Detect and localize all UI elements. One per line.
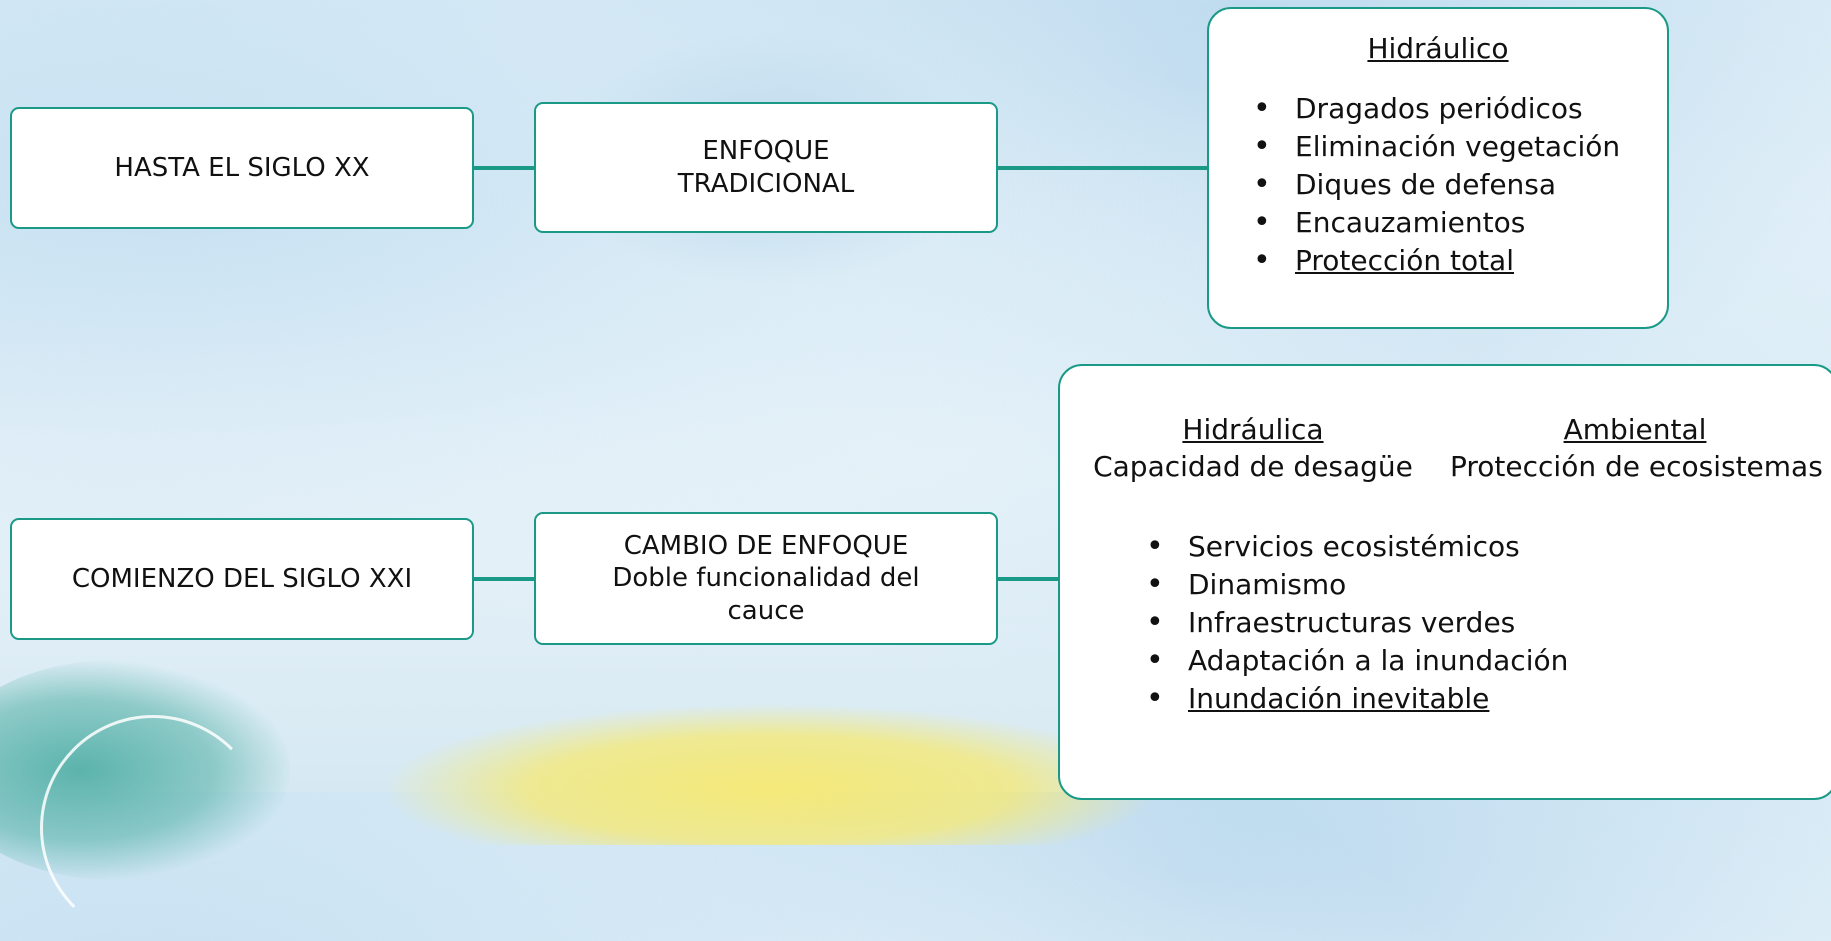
list-item: Adaptación a la inundación bbox=[1138, 642, 1568, 680]
details-box-dual-function: Hidráulica Capacidad de desagüe Ambienta… bbox=[1058, 364, 1831, 800]
approach-title-line-1: CAMBIO DE ENFOQUE bbox=[623, 530, 909, 561]
approach-title-line-1: ENFOQUE bbox=[702, 136, 830, 166]
details-heading: Hidráulico bbox=[1367, 32, 1509, 65]
hydraulic-column: Hidráulica Capacidad de desagüe bbox=[1088, 411, 1418, 485]
environmental-text: Protección de ecosistemas bbox=[1450, 450, 1823, 483]
details-bullet-list: Servicios ecosistémicos Dinamismo Infrae… bbox=[1138, 528, 1568, 718]
hydraulic-text: Capacidad de desagüe bbox=[1093, 450, 1413, 483]
era-box-start-21st-century: COMIENZO DEL SIGLO XXI bbox=[10, 518, 474, 640]
environmental-column: Ambiental Protección de ecosistemas bbox=[1450, 411, 1823, 485]
approach-title-line-2: TRADICIONAL bbox=[677, 168, 855, 199]
details-box-hydraulic: Hidráulico Dragados periódicos Eliminaci… bbox=[1207, 7, 1669, 329]
era-label: COMIENZO DEL SIGLO XXI bbox=[71, 563, 413, 594]
list-item: Infraestructuras verdes bbox=[1138, 604, 1568, 642]
environmental-heading: Ambiental bbox=[1563, 413, 1707, 446]
list-item: Eliminación vegetación bbox=[1245, 128, 1667, 166]
era-label: HASTA EL SIGLO XX bbox=[114, 152, 370, 183]
hydraulic-heading: Hidráulica bbox=[1182, 413, 1324, 446]
list-item: Dragados periódicos bbox=[1245, 90, 1667, 128]
list-item: Inundación inevitable bbox=[1138, 680, 1568, 718]
connector-lines bbox=[474, 166, 1207, 581]
approach-box-traditional: ENFOQUE TRADICIONAL bbox=[534, 102, 998, 233]
list-item: Encauzamientos bbox=[1245, 204, 1667, 242]
list-item: Protección total bbox=[1245, 242, 1667, 280]
details-bullet-list: Dragados periódicos Eliminación vegetaci… bbox=[1245, 90, 1667, 280]
list-item: Servicios ecosistémicos bbox=[1138, 528, 1568, 566]
functions-columns: Hidráulica Capacidad de desagüe Ambienta… bbox=[1060, 411, 1831, 491]
list-item: Dinamismo bbox=[1138, 566, 1568, 604]
approach-title-line-2: Doble funcionalidad del bbox=[612, 563, 920, 594]
list-item: Diques de defensa bbox=[1245, 166, 1667, 204]
approach-box-change: CAMBIO DE ENFOQUE Doble funcionalidad de… bbox=[534, 512, 998, 645]
era-box-until-20th-century: HASTA EL SIGLO XX bbox=[10, 107, 474, 229]
approach-title-line-3: cauce bbox=[727, 595, 805, 626]
